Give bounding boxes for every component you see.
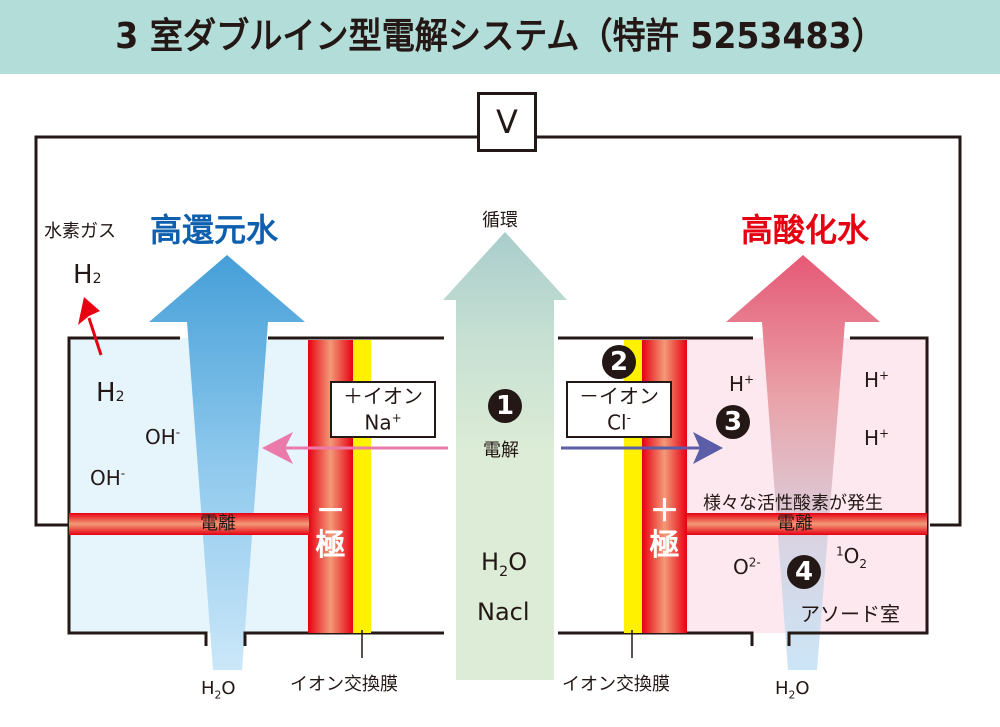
hydrogen-ion-2: H+ xyxy=(864,368,890,392)
step-3-badge: 3 xyxy=(716,405,750,439)
oxidized-water-title: 高酸化水 xyxy=(741,211,870,249)
anode-label: ＋極 xyxy=(649,494,680,563)
left-membrane-label: イオン交換膜 xyxy=(290,674,398,695)
cathode-chamber xyxy=(69,338,309,633)
hydrogen-ion-1: H+ xyxy=(729,372,755,396)
oxide-ion: O2- xyxy=(733,555,761,579)
na-ion-arrow-head xyxy=(262,432,293,464)
active-oxygen-label: 様々な活性酸素が発生 xyxy=(703,493,883,514)
hydrogen-gas-arrow-head xyxy=(78,297,100,325)
cathode-label: －極 xyxy=(315,494,346,563)
hydroxide-ion-1: OH- xyxy=(145,425,181,449)
anode-chamber-wall-b xyxy=(787,336,929,646)
cathode-ionization-bar xyxy=(69,513,309,535)
center-nacl: Nacl xyxy=(477,598,530,626)
circuit-wire-right xyxy=(537,135,962,527)
electrolysis-label: 電解 xyxy=(483,440,519,461)
circuit-wire xyxy=(34,135,477,527)
cathode-chamber-wall xyxy=(67,336,208,646)
anode-ionization-label: 電離 xyxy=(777,513,813,534)
step-4-badge: 4 xyxy=(787,555,821,589)
reduced-water-title: 高還元水 xyxy=(150,211,279,249)
anode-chamber-wall-c xyxy=(558,631,754,646)
cathode-outlet-label: H2O xyxy=(201,678,236,702)
anode-ionization-bar xyxy=(687,513,927,535)
anode-outlet-label: H2O xyxy=(775,678,810,702)
anode-chamber-label: アソード室 xyxy=(800,602,900,626)
voltmeter: V xyxy=(477,92,537,152)
cathode-ionization-label: 電離 xyxy=(200,513,236,534)
hydrogen-gas-label: 水素ガス xyxy=(44,221,116,242)
circulation-label: 循環 xyxy=(482,210,518,231)
cathode-chamber-wall-c xyxy=(243,631,444,646)
page-title: 3 室ダブルイン型電解システム（特許 5253483） xyxy=(115,16,885,57)
hydroxide-ion-2: OH- xyxy=(90,466,126,490)
singlet-oxygen: 1O2 xyxy=(836,544,868,571)
hydrogen-gas-arrow-shaft xyxy=(87,317,103,356)
step-1-badge: 1 xyxy=(488,389,522,423)
cl-ion-arrow-head xyxy=(693,432,723,464)
hydrogen-ion-3: H+ xyxy=(864,426,890,450)
chamber-h2: H2 xyxy=(96,378,125,408)
center-h2o: H2O xyxy=(481,548,528,580)
header-banner xyxy=(0,0,1000,74)
reduced-water-arrow xyxy=(149,255,305,670)
oxidized-water-arrow xyxy=(726,255,880,670)
right-membrane-label: イオン交換膜 xyxy=(562,674,670,695)
hydrogen-gas-formula: H2 xyxy=(73,260,102,290)
circulation-arrow xyxy=(443,232,567,450)
step-2-badge: 2 xyxy=(602,345,636,379)
